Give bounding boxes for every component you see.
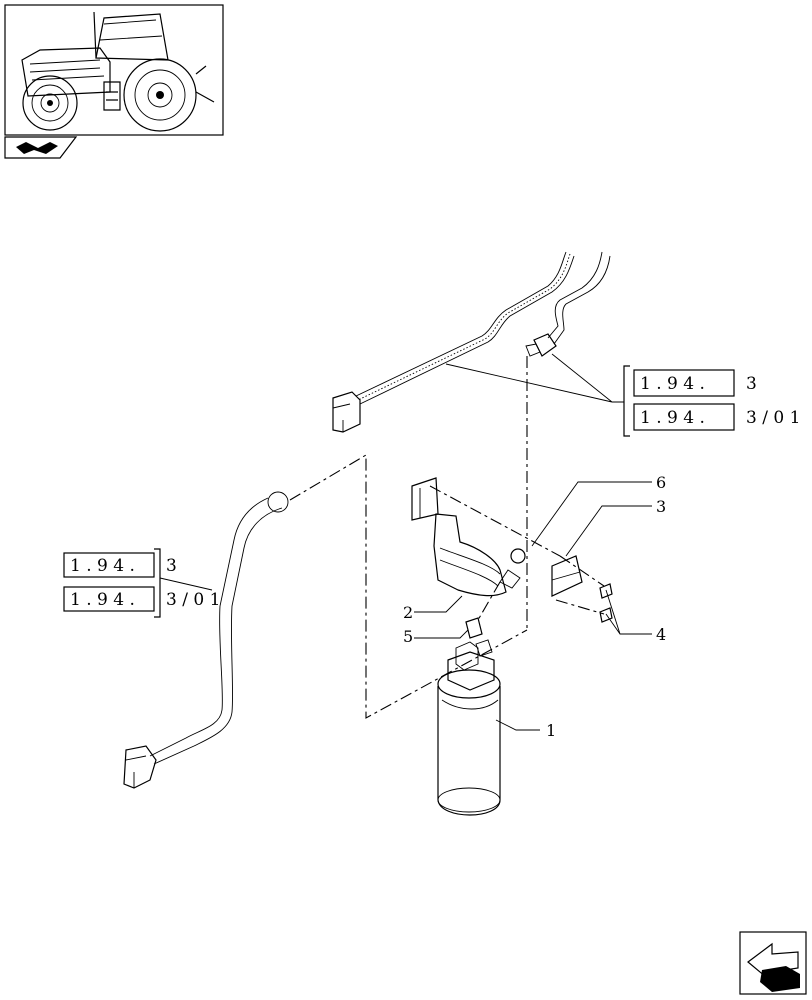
rear-wheel-icon <box>123 58 197 132</box>
front-wheel-icon <box>22 75 78 131</box>
callout-top[interactable]: 1 . 9 4 . 3 1 . 9 4 . 3 / 0 1 <box>623 365 800 437</box>
plate-part <box>551 555 583 597</box>
callout-left-ref2-suffix: 3 / 0 1 <box>166 590 220 610</box>
callout-top-ref2-suffix: 3 / 0 1 <box>746 408 800 428</box>
part-label-4[interactable]: 4 <box>656 625 666 644</box>
navigate-arrow-icon[interactable] <box>739 931 807 995</box>
callout-left-ref1-suffix: 3 <box>166 556 177 576</box>
callout-top-ref2-prefix: 1 . 9 4 . <box>640 408 705 428</box>
upper-hose <box>332 251 611 433</box>
callout-top-ref1-suffix: 3 <box>746 374 757 394</box>
part-label-6[interactable]: 6 <box>656 473 666 492</box>
screw-parts <box>599 583 613 623</box>
part-label-3[interactable]: 3 <box>656 497 666 516</box>
section-arrow-icon[interactable] <box>4 136 78 159</box>
tractor-thumbnail[interactable] <box>4 4 224 136</box>
callout-top-ref1-prefix: 1 . 9 4 . <box>640 374 705 394</box>
bracket-part <box>411 477 526 597</box>
callout-left-ref2-prefix: 1 . 9 4 . <box>70 590 135 610</box>
part-label-1[interactable]: 1 <box>546 721 556 740</box>
callout-left-ref1-prefix: 1 . 9 4 . <box>70 556 135 576</box>
part-label-2[interactable]: 2 <box>403 603 413 622</box>
callout-left[interactable]: 1 . 9 4 . 3 1 . 9 4 . 3 / 0 1 <box>63 548 220 618</box>
lower-hose <box>123 491 289 789</box>
part-label-5[interactable]: 5 <box>403 627 413 646</box>
receiver-drier-part <box>437 639 501 816</box>
